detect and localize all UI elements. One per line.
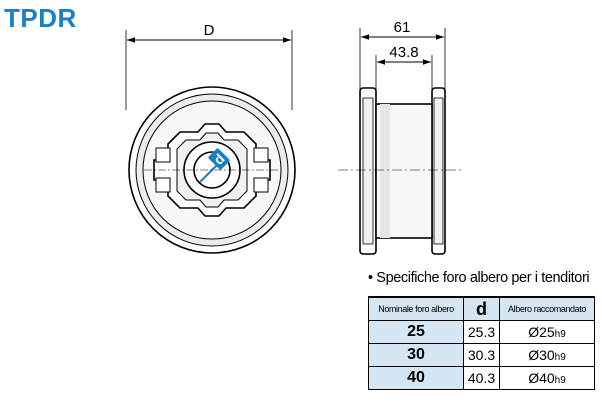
bore-label-tag xyxy=(208,148,230,170)
product-code-title: TPDR xyxy=(4,3,77,33)
nominal-cell: 40 xyxy=(368,366,464,390)
notch-left-bottom xyxy=(155,177,171,193)
shaft-tolerance: h9 xyxy=(554,352,566,363)
roller-shading xyxy=(380,104,390,238)
table-row: 30 30.3 Ø30h9 xyxy=(368,343,595,367)
shaft-diameter: Ø40 xyxy=(528,370,555,386)
notch-right-bottom xyxy=(253,177,269,193)
outer-width-label: 61 xyxy=(394,19,411,36)
header-nominal: Nominale foro albero xyxy=(368,296,464,321)
shaft-diameter: Ø25 xyxy=(528,324,555,340)
inner-width-label: 43.8 xyxy=(389,44,418,61)
shaft-cell: Ø40h9 xyxy=(499,366,595,390)
notch-left-top xyxy=(155,147,171,163)
spec-heading: • Specifiche foro albero per i tenditori xyxy=(368,270,590,286)
shaft-tolerance: h9 xyxy=(554,329,566,340)
shaft-tolerance: h9 xyxy=(554,375,566,386)
spec-table: Nominale foro albero d Albero raccomanda… xyxy=(368,296,595,390)
header-d: d xyxy=(463,296,500,321)
d-cell: 40.3 xyxy=(463,366,500,390)
nominal-cell: 25 xyxy=(368,320,464,344)
notch-right-top xyxy=(253,147,269,163)
shaft-cell: Ø25h9 xyxy=(499,320,595,344)
table-row: 25 25.3 Ø25h9 xyxy=(368,320,595,344)
d-cell: 30.3 xyxy=(463,343,500,367)
header-shaft: Albero raccomandato xyxy=(499,296,595,321)
d-dimension-label: D xyxy=(204,22,215,39)
front-view: D d xyxy=(125,22,296,254)
nominal-cell: 30 xyxy=(368,343,464,367)
spec-header-row: Nominale foro albero d Albero raccomanda… xyxy=(368,296,595,321)
shaft-diameter: Ø30 xyxy=(528,347,555,363)
shaft-cell: Ø30h9 xyxy=(499,343,595,367)
left-flange-face xyxy=(362,97,374,245)
right-flange-face xyxy=(433,97,444,245)
table-row: 40 40.3 Ø40h9 xyxy=(368,366,595,390)
d-cell: 25.3 xyxy=(463,320,500,344)
side-view: 61 43.8 xyxy=(338,19,462,255)
